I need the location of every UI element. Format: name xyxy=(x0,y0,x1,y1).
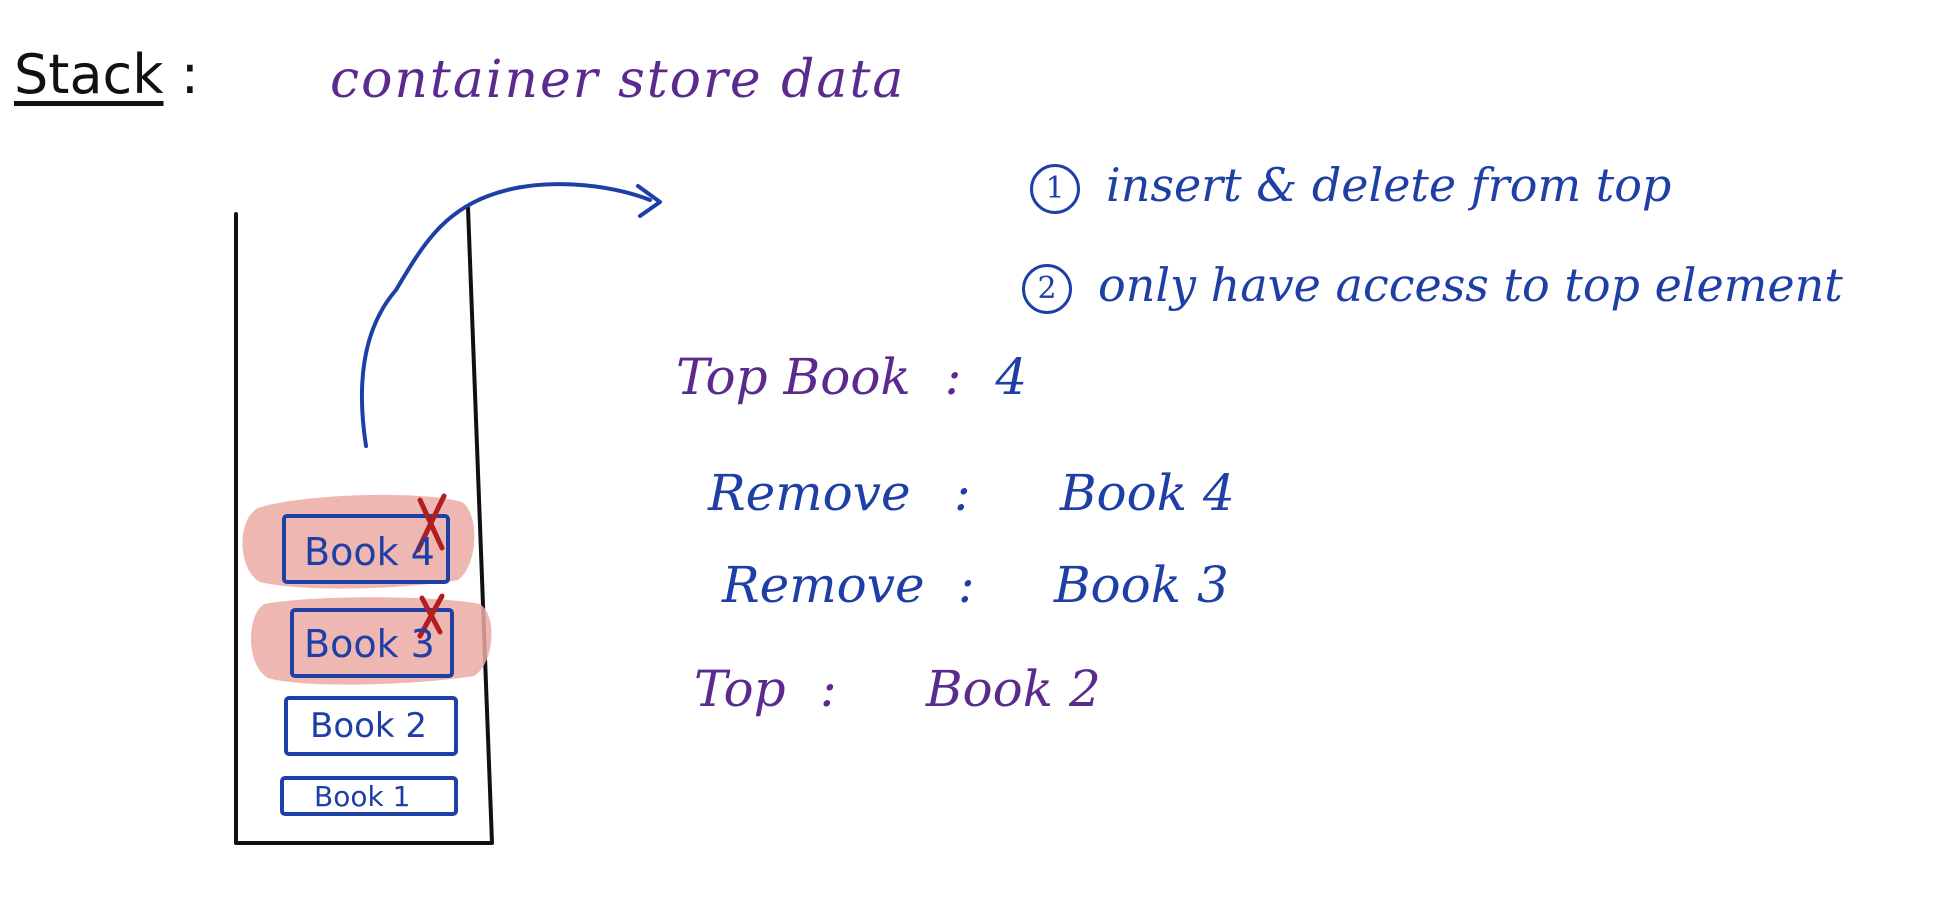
pop-arrow-head xyxy=(636,184,662,218)
top-final-value: Book 2 xyxy=(925,660,1101,718)
stack-definition: container store data xyxy=(330,50,906,110)
top-final-line: Top : Book 2 xyxy=(694,664,1101,714)
book-1-box xyxy=(280,776,458,816)
rule-1-number: 1 xyxy=(1030,164,1080,214)
top-book-label: Top Book xyxy=(676,348,911,406)
book-2-label: Book 2 xyxy=(310,706,428,746)
rule-1-text: insert & delete from top xyxy=(1106,158,1672,212)
container-outline xyxy=(234,206,494,845)
pop-arrow xyxy=(359,182,652,448)
remove-1-label: Remove xyxy=(708,464,911,522)
book-1-label: Book 1 xyxy=(314,780,411,813)
remove-line-2: Remove : Book 3 xyxy=(722,560,1229,610)
book-3-box xyxy=(290,608,454,678)
top-final-label: Top xyxy=(694,660,786,718)
remove-2-label: Remove xyxy=(722,556,925,614)
top-book-line: Top Book : 4 xyxy=(676,352,1027,402)
rule-2-text: only have access to top element xyxy=(1098,258,1843,312)
book-4-box xyxy=(282,514,450,584)
book-4-highlight xyxy=(242,494,475,589)
remove-line-1: Remove : Book 4 xyxy=(708,468,1235,518)
book-3-cross-icon xyxy=(417,593,445,639)
remove-1-value: Book 4 xyxy=(1059,464,1235,522)
book-3-label: Book 3 xyxy=(304,622,435,666)
remove-1-separator: : xyxy=(953,464,971,522)
book-2-box xyxy=(284,696,458,756)
title-text: Stack xyxy=(14,43,164,106)
title-separator: : xyxy=(180,43,199,106)
remove-2-value: Book 3 xyxy=(1053,556,1229,614)
book-4-cross-icon xyxy=(415,493,447,553)
remove-2-separator: : xyxy=(957,556,975,614)
book-4-label: Book 4 xyxy=(304,530,435,574)
top-book-value: 4 xyxy=(995,348,1028,406)
top-book-separator: : xyxy=(944,348,962,406)
page-title: Stack : xyxy=(14,48,199,102)
rule-2-number: 2 xyxy=(1022,264,1072,314)
top-final-separator: : xyxy=(819,660,837,718)
